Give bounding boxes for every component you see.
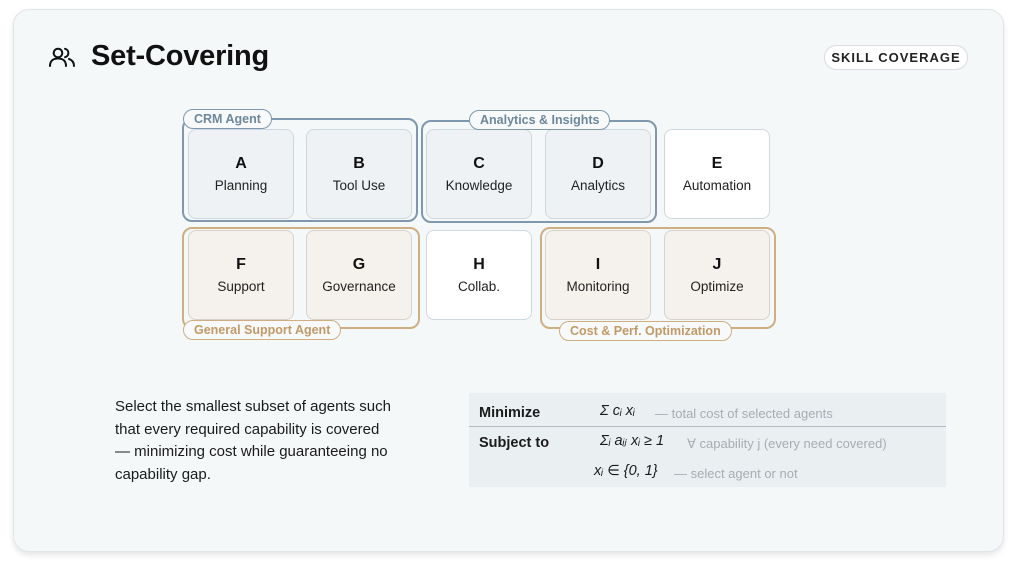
capability-letter: I	[595, 256, 601, 273]
group-tag-crm-agent: CRM Agent	[183, 109, 272, 129]
capability-cell-j: J Optimize	[664, 230, 770, 320]
domain-row: xᵢ ∈ {0, 1} — select agent or not	[469, 457, 946, 487]
domain-math: xᵢ ∈ {0, 1}	[594, 463, 658, 479]
capability-letter: F	[236, 256, 246, 273]
capability-name: Governance	[322, 279, 396, 294]
capability-cell-e: E Automation	[664, 129, 770, 219]
objective-note: — total cost of selected agents	[655, 406, 833, 421]
capability-letter: E	[711, 155, 723, 172]
constraint-math: Σᵢ aᵢⱼ xᵢ ≥ 1	[600, 433, 665, 449]
group-tag-cost-perf-optimization: Cost & Perf. Optimization	[559, 321, 732, 341]
capability-cell-c: C Knowledge	[426, 129, 532, 219]
group-tag-analytics-insights: Analytics & Insights	[469, 110, 611, 130]
capability-letter: A	[235, 155, 247, 172]
capability-letter: D	[592, 155, 604, 172]
objective-row: Minimize Σ cᵢ xᵢ — total cost of selecte…	[469, 397, 946, 427]
capability-name: Collab.	[457, 279, 501, 294]
page-title: Set-Covering	[91, 40, 270, 72]
domain-note: — select agent or not	[674, 466, 798, 481]
capability-letter: G	[352, 256, 366, 273]
capability-name: Optimize	[690, 279, 744, 294]
capability-name: Knowledge	[445, 178, 513, 193]
capability-name: Support	[217, 279, 265, 294]
capability-name: Planning	[214, 178, 268, 193]
constraint-label: Subject to	[479, 435, 550, 451]
capability-letter: B	[353, 155, 365, 172]
users-icon	[49, 47, 75, 67]
formulation-box: Minimize Σ cᵢ xᵢ — total cost of selecte…	[469, 393, 946, 487]
capability-cell-f: F Support	[188, 230, 294, 320]
formula-divider	[469, 426, 946, 427]
capability-cell-d: D Analytics	[545, 129, 651, 219]
constraint-note: ∀ capability j (every need covered)	[687, 436, 887, 451]
capability-cell-g: G Governance	[306, 230, 412, 320]
capability-name: Monitoring	[566, 279, 630, 294]
capability-cell-i: I Monitoring	[545, 230, 651, 320]
group-tag-general-support-agent: General Support Agent	[183, 320, 342, 340]
skill-coverage-badge: SKILL COVERAGE	[824, 45, 968, 70]
constraint-row: Subject to Σᵢ aᵢⱼ xᵢ ≥ 1 ∀ capability j …	[469, 427, 946, 457]
group-crm-agent	[182, 118, 418, 222]
capability-cell-b: B Tool Use	[306, 129, 412, 219]
capability-name: Automation	[682, 178, 752, 193]
problem-description: Select the smallest subset of agents suc…	[115, 398, 391, 483]
capability-letter: H	[473, 256, 485, 273]
capability-cell-h: H Collab.	[426, 230, 532, 320]
capability-name: Tool Use	[332, 178, 386, 193]
capability-cell-a: A Planning	[188, 129, 294, 219]
capability-letter: C	[473, 155, 485, 172]
objective-label: Minimize	[479, 405, 541, 421]
capability-letter: J	[712, 256, 722, 273]
objective-math: Σ cᵢ xᵢ	[600, 403, 635, 419]
capability-name: Analytics	[570, 178, 626, 193]
